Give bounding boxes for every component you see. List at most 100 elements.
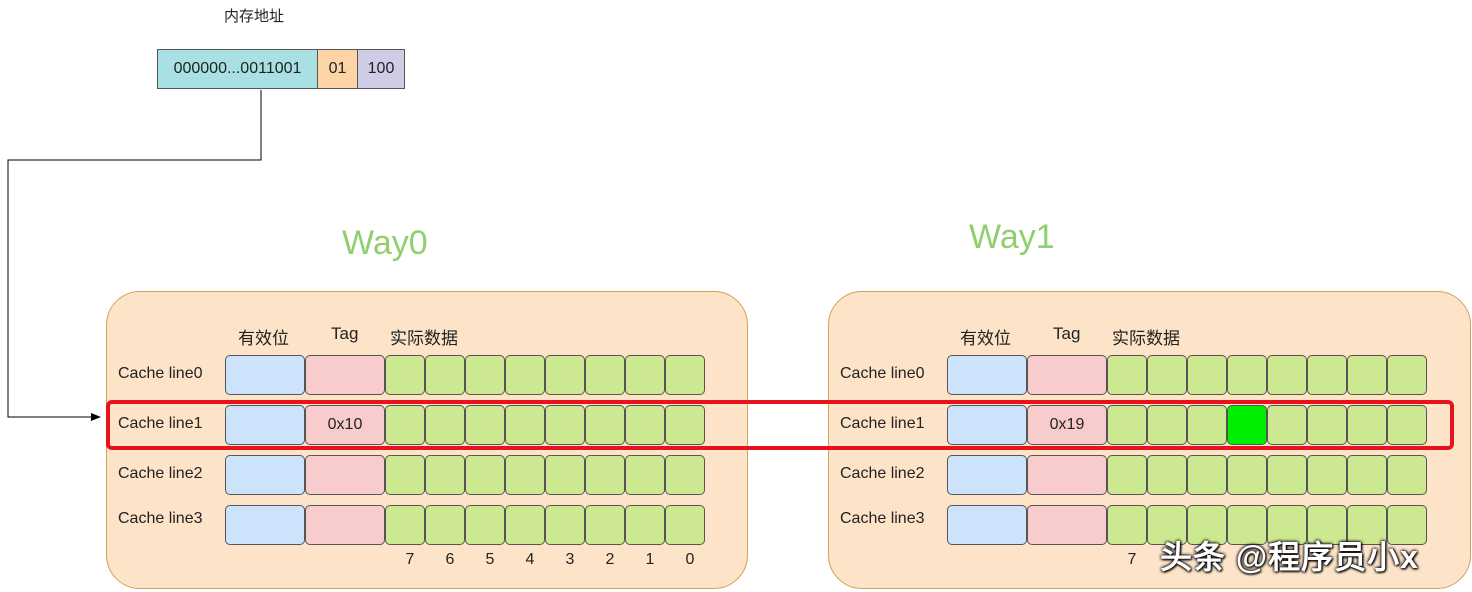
way-1-line-0-data-byte-3 — [1267, 355, 1307, 395]
way-1-line-3-data-byte-2 — [1307, 505, 1347, 545]
way-0-line-0-data-byte-3 — [545, 355, 585, 395]
way-1-line-1-data-byte-6 — [1147, 405, 1187, 445]
way-0-line-3-data-byte-2 — [585, 505, 625, 545]
way-0-line-3-data-byte-3 — [545, 505, 585, 545]
way-0-line-3-label: Cache line3 — [118, 510, 203, 527]
way-0-line-0-label: Cache line0 — [118, 365, 203, 382]
way-0-bit-number-3: 3 — [565, 551, 575, 568]
way-0-line-3-data-byte-5 — [465, 505, 505, 545]
way-0-line-0-tag-cell — [305, 355, 385, 395]
way-0-line-0-data-byte-2 — [585, 355, 625, 395]
way-1-line-2-data-byte-7 — [1107, 455, 1147, 495]
way-0-line-3-tag-cell — [305, 505, 385, 545]
way-0-line-2-data-byte-4 — [505, 455, 545, 495]
way-0-line-2-tag-cell — [305, 455, 385, 495]
way-1-line-0-data-byte-7 — [1107, 355, 1147, 395]
way-0-bit-number-5: 5 — [485, 551, 495, 568]
way-0-line-3-data-byte-4 — [505, 505, 545, 545]
way-1-line-0-label: Cache line0 — [840, 365, 925, 382]
way-1-line-0-data-byte-2 — [1307, 355, 1347, 395]
way-1-line-2-data-byte-2 — [1307, 455, 1347, 495]
way-1-line-2-data-byte-4 — [1227, 455, 1267, 495]
way-0-line-0-data-byte-4 — [505, 355, 545, 395]
watermark: 头条 @程序员小x — [1160, 539, 1419, 575]
way-0-line-0-data-byte-6 — [425, 355, 465, 395]
way-1-line-1-data-byte-5 — [1187, 405, 1227, 445]
way-1-line-2-data-byte-5 — [1187, 455, 1227, 495]
way-1-line-1-label: Cache line1 — [840, 415, 925, 432]
way-0-line-0-data-byte-5 — [465, 355, 505, 395]
way-0-line-3-data-byte-0 — [665, 505, 705, 545]
way-0-line-1-tag-cell: 0x10 — [305, 405, 385, 445]
way-1-line-2-tag-cell — [1027, 455, 1107, 495]
way-0-line-1-data-byte-3 — [545, 405, 585, 445]
way-0-line-0-data-byte-0 — [665, 355, 705, 395]
way-0-line-1-data-byte-0 — [665, 405, 705, 445]
way-1-line-3-data-byte-0 — [1387, 505, 1427, 545]
way-0-bit-number-2: 2 — [605, 551, 615, 568]
way-1-bit-number-7: 7 — [1127, 551, 1137, 568]
way-1-title: Way1 — [969, 218, 1055, 256]
way-0-bit-number-4: 4 — [525, 551, 535, 568]
way-1-line-1-data-byte-0 — [1387, 405, 1427, 445]
way-1-header-tag: Tag — [1053, 324, 1081, 343]
way-1-line-3-label: Cache line3 — [840, 510, 925, 527]
way-1-line-3-data-byte-3 — [1267, 505, 1307, 545]
way-0-line-0-data-byte-1 — [625, 355, 665, 395]
way-1-line-0-data-byte-6 — [1147, 355, 1187, 395]
way-0-bit-number-6: 6 — [445, 551, 455, 568]
way-0-line-3-valid-cell — [225, 505, 305, 545]
memory-address-title: 内存地址 — [224, 8, 285, 25]
way-1-line-3-data-byte-1 — [1347, 505, 1387, 545]
way-1-line-0-valid-cell — [947, 355, 1027, 395]
way-1-line-3-tag-cell — [1027, 505, 1107, 545]
way-0-line-2-data-byte-7 — [385, 455, 425, 495]
way-1-header-valid: 有效位 — [960, 329, 1011, 348]
way-1-line-0-data-byte-0 — [1387, 355, 1427, 395]
way-1-line-3-data-byte-5 — [1187, 505, 1227, 545]
way-1-line-0-data-byte-1 — [1347, 355, 1387, 395]
way-0-line-2-data-byte-0 — [665, 455, 705, 495]
way-1-line-3-valid-cell — [947, 505, 1027, 545]
way-0-header-data: 实际数据 — [390, 329, 458, 348]
way-1-line-2-valid-cell — [947, 455, 1027, 495]
way-0-line-1-data-byte-2 — [585, 405, 625, 445]
way-1-line-2-data-byte-6 — [1147, 455, 1187, 495]
way-1-line-3-data-byte-6 — [1147, 505, 1187, 545]
way-0-line-3-data-byte-6 — [425, 505, 465, 545]
way-1-line-2-label: Cache line2 — [840, 465, 925, 482]
way-0-line-2-data-byte-2 — [585, 455, 625, 495]
way-0-title: Way0 — [342, 224, 428, 262]
way-0-line-1-data-byte-5 — [465, 405, 505, 445]
way-1-line-0-data-byte-5 — [1187, 355, 1227, 395]
way-1-line-1-data-byte-2 — [1307, 405, 1347, 445]
way-0-line-2-data-byte-3 — [545, 455, 585, 495]
way-1-line-3-data-byte-7 — [1107, 505, 1147, 545]
way-0-line-2-data-byte-6 — [425, 455, 465, 495]
way-1-line-1-valid-cell — [947, 405, 1027, 445]
way-1-line-2-data-byte-1 — [1347, 455, 1387, 495]
way-0-line-1-label: Cache line1 — [118, 415, 203, 432]
way-0-header-tag: Tag — [331, 324, 359, 343]
way-0-line-3-data-byte-1 — [625, 505, 665, 545]
way-0-line-0-data-byte-7 — [385, 355, 425, 395]
way-0-line-0-valid-cell — [225, 355, 305, 395]
way-1-line-1-tag-cell: 0x19 — [1027, 405, 1107, 445]
way-1-line-2-data-byte-0 — [1387, 455, 1427, 495]
way-0-line-2-data-byte-1 — [625, 455, 665, 495]
way-1-header-data: 实际数据 — [1112, 329, 1180, 348]
way-0-bit-number-1: 1 — [645, 551, 655, 568]
way-0-line-1-data-byte-7 — [385, 405, 425, 445]
way-0-line-2-label: Cache line2 — [118, 465, 203, 482]
way-1-line-1-data-byte-1 — [1347, 405, 1387, 445]
cache-line-highlight — [106, 400, 1454, 450]
way-0-line-2-data-byte-5 — [465, 455, 505, 495]
way-1-line-0-data-byte-4 — [1227, 355, 1267, 395]
way-0-line-2-valid-cell — [225, 455, 305, 495]
way-1-line-1-data-byte-4-hit — [1227, 405, 1267, 445]
way-0-header-valid: 有效位 — [238, 329, 289, 348]
way-0-line-1-valid-cell — [225, 405, 305, 445]
way-0-bit-number-7: 7 — [405, 551, 415, 568]
way-1-line-0-tag-cell — [1027, 355, 1107, 395]
